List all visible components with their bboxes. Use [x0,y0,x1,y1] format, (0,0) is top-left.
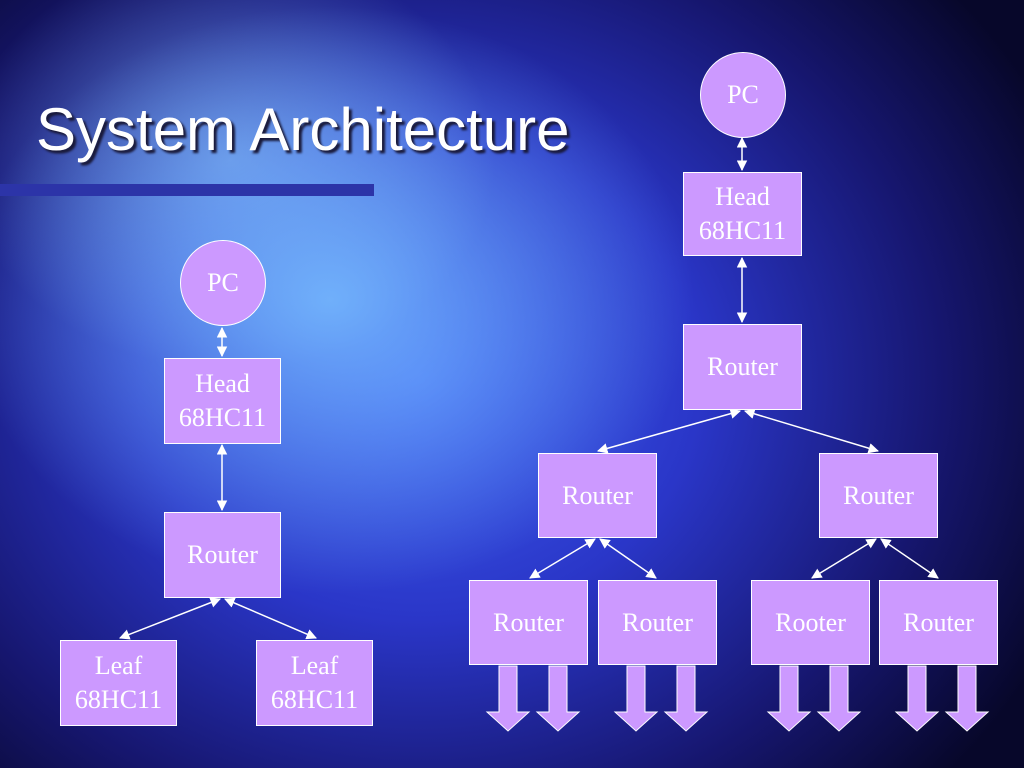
down-arrow-icon [816,665,862,732]
title-underline-bar [0,184,374,196]
down-arrow-icon [663,665,709,732]
right-head-node: Head 68HC11 [683,172,802,256]
connector-midleft-bottom1 [529,538,596,579]
right-pc-node: PC [700,52,786,138]
left-leaf-node-1: Leaf 68HC11 [60,640,177,726]
connector-midright-bottom3 [811,538,877,579]
left-router-node: Router [164,512,281,598]
connector-left-router-leaf1 [119,597,221,640]
right-router-bottom-node-4: Router [879,580,998,665]
left-leaf-node-2: Leaf 68HC11 [256,640,373,726]
down-arrow-icon [766,665,812,732]
down-arrow-icon [894,665,940,732]
down-arrow-icon [535,665,581,732]
connector-left-router-leaf2 [224,597,317,640]
connector-midright-bottom4 [880,538,939,579]
left-head-node: Head 68HC11 [164,358,281,444]
right-router-mid-right-node: Router [819,453,938,538]
left-pc-node: PC [180,240,266,326]
connector-midleft-bottom2 [599,538,657,579]
down-arrow-icon [944,665,990,732]
down-arrow-icon [613,665,659,732]
right-router-bottom-node-2: Router [598,580,717,665]
right-router-mid-left-node: Router [538,453,657,538]
connector-right-router-midleft [596,408,742,454]
connector-right-router-midright [743,408,880,454]
right-router-bottom-node-1: Router [469,580,588,665]
down-arrow-icon [485,665,531,732]
right-router-top-node: Router [683,324,802,410]
right-router-bottom-node-3: Rooter [751,580,870,665]
slide-title: System Architecture [36,96,570,163]
